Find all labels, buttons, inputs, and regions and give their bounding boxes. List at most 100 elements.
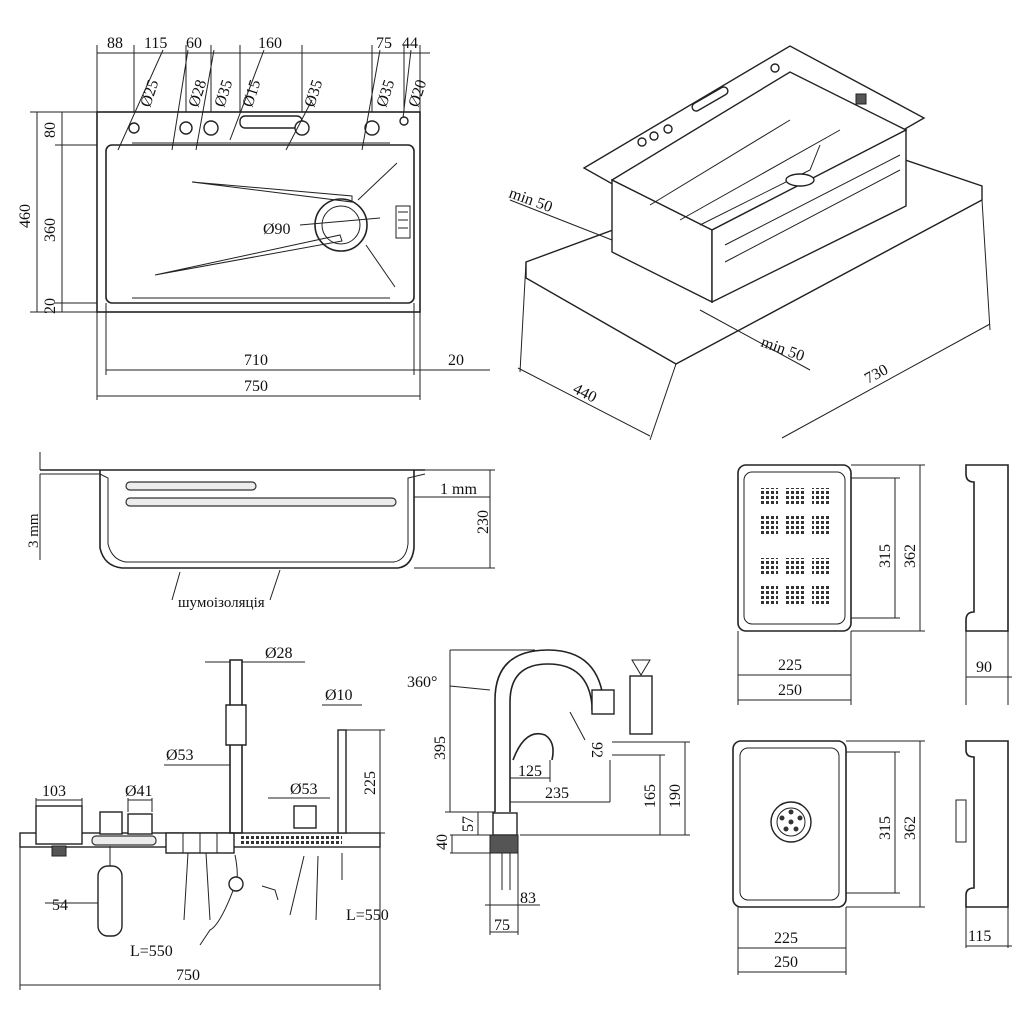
section-rib [125,497,397,507]
dim-faucet-395: 395 [432,736,449,760]
dim-colander-225: 225 [778,657,802,674]
dim-750: 750 [244,378,268,395]
dim-230: 230 [475,510,492,534]
hole-35-icon [203,120,219,136]
hole-icon [649,131,659,141]
iso-view: min 50 min 50 440 730 [507,45,991,441]
overflow-slot [395,205,411,239]
tray-outline [732,740,847,908]
dim-faucet-57: 57 [460,816,477,832]
dim-115: 115 [144,35,167,52]
hole-35-icon [364,120,380,136]
tap-body [229,659,243,834]
dim-hole-25: Ø25 [138,78,163,109]
dim-faucet-40: 40 [434,834,451,850]
dim-440: 440 [570,380,599,406]
sink-grille [240,836,342,844]
rinser-rod [337,729,347,834]
dim-faucet-165: 165 [642,784,659,808]
faucet-base [492,812,518,836]
dim-75: 75 [376,35,392,52]
faucet-view: 360° 395 57 40 125 235 92 165 190 83 75 [407,649,690,935]
dispenser-collar [91,835,157,846]
slot-icon [691,86,729,112]
dim-faucet-75: 75 [494,917,510,934]
dim-80: 80 [42,122,59,138]
faucet-rotation: 360° [407,674,437,691]
dim-360: 360 [42,218,59,242]
faucet-spout-outer [494,649,605,812]
dim-730: 730 [862,361,891,387]
dim-103: 103 [42,783,66,800]
dim-3mm: 3 mm [26,513,42,548]
dim-faucet-92: 92 [588,742,605,758]
dim-rinser-10: Ø10 [325,687,353,704]
dim-88: 88 [107,35,123,52]
dim-tray-225: 225 [774,930,798,947]
bowl-drain-icon [785,173,815,187]
spray-head [591,689,615,715]
overflow-icon [855,93,867,105]
dim-160: 160 [258,35,282,52]
insulation-label: шумоізоляція [178,595,265,611]
slot-15-icon [239,115,303,129]
sink-section [40,469,425,569]
bowl-groove [699,144,821,226]
spray-head-detached [629,675,653,735]
dim-min50-top: min 50 [507,185,555,216]
dim-faucet-83: 83 [520,890,536,907]
dispenser-pump [99,811,123,835]
dim-tap-53: Ø53 [166,747,194,764]
dim-colander-362: 362 [902,544,919,568]
sink-bowl-side [711,128,907,304]
dim-button-53: Ø53 [290,781,318,798]
colander-outline [737,464,852,632]
hole-icon [663,124,673,134]
faucet-spout-inner [509,663,593,812]
hole-20-icon [399,116,409,126]
dim-hole-35: Ø35 [212,78,237,109]
dim-tray-250: 250 [774,954,798,971]
dim-colander-250: 250 [778,682,802,699]
dim-tray-315: 315 [877,816,894,840]
colander-side [965,464,1009,632]
faucet-deck-mount [489,834,519,854]
groove-line [357,162,398,288]
groove-line [191,181,353,203]
valve-icon [228,876,244,892]
dim-faucet-125: 125 [518,763,542,780]
bowl-ribs [649,119,901,263]
dim-hose-right: L=550 [346,907,389,924]
drain-circle [314,198,368,252]
tap-handle [225,704,247,746]
dim-1mm: 1 mm [440,481,477,498]
tray-view: 315 362 225 250 115 [732,740,1012,975]
dim-20: 20 [42,298,59,314]
dim-hole-35c: Ø35 [374,78,399,109]
dim-60: 60 [186,35,202,52]
dim-41: Ø41 [125,783,153,800]
sink-outline [96,111,421,313]
dim-hole-15: Ø15 [240,78,265,109]
dim-tray-362: 362 [902,816,919,840]
dim-54: 54 [52,897,68,914]
dim-tray-115: 115 [968,928,991,945]
dim-750-accessories: 750 [176,967,200,984]
dim-colander-90: 90 [976,659,992,676]
section-rib [125,481,257,491]
dim-20-side: 20 [448,352,464,369]
dim-460: 460 [17,204,34,228]
groove-line [154,234,343,276]
dim-faucet-235: 235 [545,785,569,802]
hole-25-icon [128,122,140,134]
dim-hole-28: Ø28 [186,78,211,109]
colander-perforation [760,488,830,604]
dim-hose-left: L=550 [130,943,173,960]
tray-side [965,740,1009,908]
faucet-spout-low [512,733,554,761]
colander-view: 315 362 225 250 90 [737,464,1012,705]
button-53 [293,805,317,829]
hole-35-icon [294,120,310,136]
soap-bottle [97,865,123,937]
